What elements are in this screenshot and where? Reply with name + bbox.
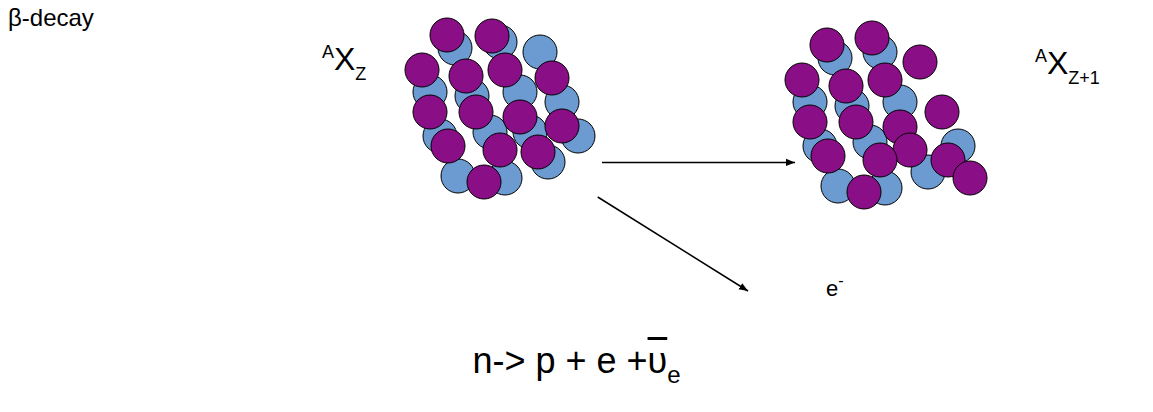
decay-arrow [602, 162, 795, 164]
nuclide-symbol: AXZ+1 [1035, 45, 1100, 82]
neutrino-subscript: e [667, 361, 680, 388]
nuclide-symbol: e- [826, 276, 844, 302]
element-symbol: X [1047, 45, 1068, 81]
symbol-index: A [1035, 46, 1047, 66]
symbol-index: Z [355, 64, 366, 84]
symbol-index: e [826, 276, 838, 301]
nuclide-symbol: AXZ [322, 41, 366, 78]
title-text: β-decay [8, 4, 94, 31]
antineutrino-symbol: υ [648, 340, 668, 381]
nucleus-node: AXZ+1 [795, 15, 1135, 220]
symbol-index: - [838, 272, 843, 289]
title-text: β-decay [8, 4, 94, 32]
particle-label: e- [748, 272, 858, 310]
nucleus-node: AXZ [318, 15, 602, 197]
nucleus-parent [405, 18, 595, 199]
element-symbol: X [334, 41, 355, 77]
decay-equation: n-> p + e +υe [0, 340, 1153, 382]
decay-arrow [598, 197, 748, 291]
symbol-index: A [322, 42, 334, 62]
equation-text: n-> p + e + [472, 340, 647, 381]
nucleus-daughter [785, 21, 987, 209]
symbol-index: Z+1 [1068, 68, 1100, 88]
